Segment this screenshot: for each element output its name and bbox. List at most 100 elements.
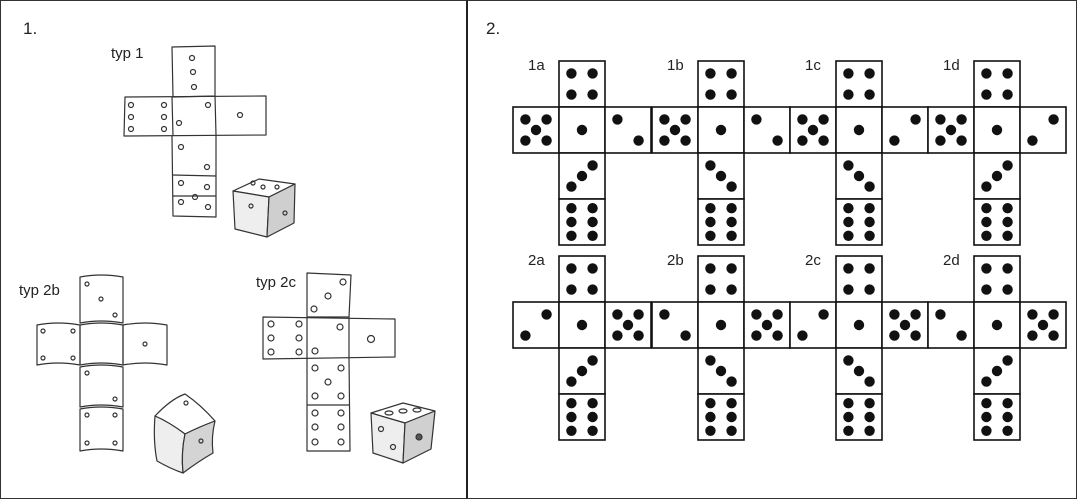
pip bbox=[762, 320, 772, 330]
dice-net bbox=[928, 61, 1066, 245]
die-face-top bbox=[974, 61, 1020, 107]
pip bbox=[772, 309, 782, 319]
pip bbox=[587, 68, 597, 78]
pip bbox=[864, 89, 874, 99]
pip bbox=[889, 135, 899, 145]
die-face-top bbox=[836, 256, 882, 302]
pip bbox=[520, 330, 530, 340]
pip bbox=[566, 398, 576, 408]
pip bbox=[566, 412, 576, 422]
pip bbox=[577, 320, 587, 330]
die-face-bottom bbox=[559, 199, 605, 245]
pip bbox=[981, 231, 991, 241]
dice-net bbox=[652, 61, 790, 245]
pip bbox=[864, 284, 874, 294]
die-face-right bbox=[605, 107, 651, 153]
pip bbox=[587, 217, 597, 227]
dice-net bbox=[652, 256, 790, 440]
pip bbox=[566, 231, 576, 241]
cube-typ-1 bbox=[233, 179, 295, 237]
pip bbox=[981, 89, 991, 99]
pip bbox=[726, 398, 736, 408]
pip bbox=[531, 125, 541, 135]
pip bbox=[705, 217, 715, 227]
pip bbox=[566, 376, 576, 386]
pip bbox=[1002, 217, 1012, 227]
pip bbox=[854, 171, 864, 181]
pip bbox=[1002, 412, 1012, 422]
pip bbox=[587, 203, 597, 213]
pip bbox=[1038, 320, 1048, 330]
pip bbox=[726, 89, 736, 99]
pip bbox=[612, 309, 622, 319]
pip bbox=[726, 217, 736, 227]
die-face-bottom bbox=[836, 394, 882, 440]
pip bbox=[1027, 309, 1037, 319]
pip bbox=[705, 284, 715, 294]
pip bbox=[946, 125, 956, 135]
pip bbox=[910, 309, 920, 319]
die-face-top bbox=[559, 61, 605, 107]
die-face-top bbox=[836, 61, 882, 107]
pip bbox=[577, 125, 587, 135]
pip bbox=[726, 181, 736, 191]
pip bbox=[864, 203, 874, 213]
pip bbox=[843, 412, 853, 422]
pip bbox=[864, 376, 874, 386]
pip bbox=[956, 330, 966, 340]
pip bbox=[854, 366, 864, 376]
pip bbox=[981, 203, 991, 213]
panel-hand-drawn-nets: 1. typ 1 typ 2b typ 2c bbox=[0, 0, 467, 499]
pip bbox=[854, 125, 864, 135]
dice-net bbox=[790, 256, 928, 440]
pip bbox=[981, 426, 991, 436]
pip bbox=[566, 217, 576, 227]
pip bbox=[843, 355, 853, 365]
pip bbox=[726, 426, 736, 436]
pip bbox=[659, 114, 669, 124]
pip bbox=[843, 89, 853, 99]
pip bbox=[680, 114, 690, 124]
pip bbox=[566, 181, 576, 191]
die-face-bottom bbox=[559, 394, 605, 440]
pip bbox=[864, 181, 874, 191]
pip bbox=[843, 398, 853, 408]
pip bbox=[705, 426, 715, 436]
net-typ-2b bbox=[37, 275, 167, 451]
pip bbox=[587, 89, 597, 99]
pip bbox=[577, 171, 587, 181]
pip bbox=[864, 412, 874, 422]
pip bbox=[566, 89, 576, 99]
pip bbox=[981, 181, 991, 191]
pip bbox=[1002, 263, 1012, 273]
dice-net bbox=[513, 61, 651, 245]
die-face-right bbox=[1020, 107, 1066, 153]
pip bbox=[726, 412, 736, 422]
pip bbox=[818, 114, 828, 124]
die-face-top bbox=[974, 256, 1020, 302]
pip bbox=[705, 263, 715, 273]
pip bbox=[633, 309, 643, 319]
pip bbox=[981, 412, 991, 422]
pip bbox=[566, 426, 576, 436]
dice-net bbox=[790, 61, 928, 245]
pip bbox=[864, 426, 874, 436]
pip bbox=[705, 68, 715, 78]
pip bbox=[992, 171, 1002, 181]
pip bbox=[751, 330, 761, 340]
pip bbox=[843, 217, 853, 227]
dice-net bbox=[513, 256, 651, 440]
pip bbox=[981, 263, 991, 273]
pip bbox=[520, 135, 530, 145]
pip bbox=[680, 135, 690, 145]
pip bbox=[541, 114, 551, 124]
pip bbox=[705, 160, 715, 170]
pip bbox=[1002, 203, 1012, 213]
pip bbox=[520, 114, 530, 124]
pip bbox=[705, 355, 715, 365]
pip bbox=[981, 217, 991, 227]
printed-dice-nets bbox=[468, 1, 1077, 500]
pip bbox=[808, 125, 818, 135]
pip bbox=[956, 135, 966, 145]
